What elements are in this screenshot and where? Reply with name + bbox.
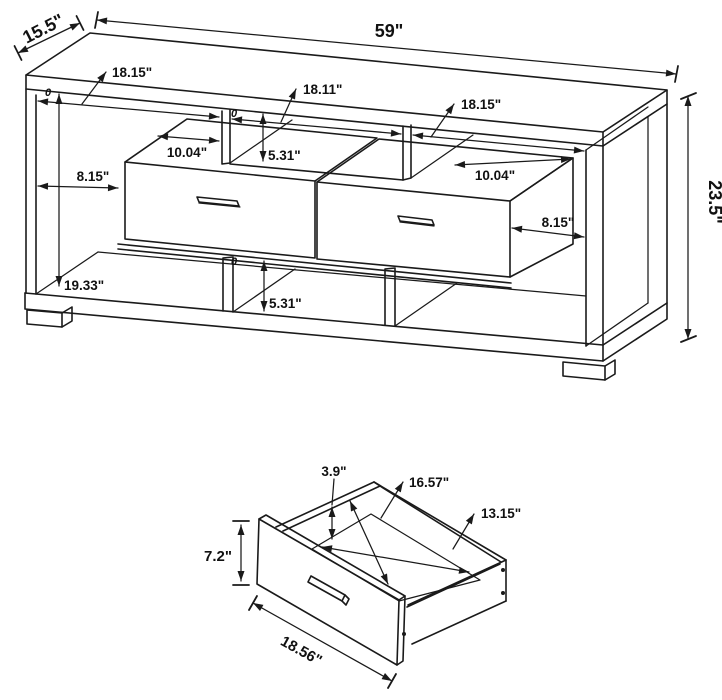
interior-depth-dim-line <box>349 500 389 585</box>
zero-marker-left: 0 <box>45 87 52 99</box>
drawer-front-panel-right-edge <box>396 595 406 666</box>
upper-divider-left <box>221 109 231 165</box>
left-drawer-handle-shadow <box>198 202 241 208</box>
depth-dim-line <box>17 22 81 54</box>
interior-depth-label: 16.57" <box>409 475 449 490</box>
front-height-label: 7.2" <box>204 548 232 565</box>
top-slab-top-face <box>25 32 668 133</box>
bottom-slab-front-band <box>24 292 604 362</box>
right-panel-inner-top-depth-edge <box>585 106 649 151</box>
drawer-right-wall-bottom-edge <box>411 600 507 645</box>
left-gap-dim-line <box>37 182 119 192</box>
right-drawer-top-face <box>316 138 574 202</box>
interior-height-label: 19.33" <box>64 278 104 293</box>
right-drawer-handle <box>397 215 435 226</box>
left-drawer <box>124 118 378 259</box>
drawer-bottom-rail-bottom <box>117 248 512 289</box>
right-foot-side <box>604 359 616 381</box>
drawer-right-wall-outer-rim <box>407 559 507 606</box>
top-middle-opening-leader <box>280 88 297 123</box>
top-left-opening-dim-line <box>37 98 220 120</box>
rail-inset-label: 3.9" <box>321 464 346 479</box>
front-width-dim-line <box>252 602 393 682</box>
interior-floor-left-depth-edge <box>35 251 99 295</box>
front-height-ticks <box>232 520 250 586</box>
depth-dim-ticks <box>13 15 85 61</box>
left-drawer-depth-label: 10.04" <box>167 145 207 160</box>
right-foot-front <box>562 361 606 381</box>
right-drawer <box>316 138 574 278</box>
drawer-back-left-corner <box>373 481 381 487</box>
right-gap-label-value: 8.15" <box>542 215 575 230</box>
lower-divider-left <box>222 256 234 313</box>
interior-floor-right-depth-edge <box>585 302 649 347</box>
right-drawer-depth-label: 10.04" <box>475 168 515 183</box>
front-width-ticks <box>248 595 397 689</box>
screw-dot-1 <box>501 568 505 572</box>
lower-divider-right <box>384 267 396 327</box>
rail-inset-leader <box>331 478 335 506</box>
bottom-slab-right-face <box>602 302 668 362</box>
top-slab-right-face <box>602 89 668 147</box>
right-drawer-front-face <box>316 181 511 278</box>
right-gap-dim-line <box>511 225 585 240</box>
interior-width-dim-line <box>321 545 470 574</box>
left-gap-label: 8.15" <box>77 169 110 184</box>
height-dim-ticks <box>680 92 697 343</box>
zero-marker-bottom: 0 <box>231 256 238 268</box>
left-drawer-depth-dim-line <box>157 133 220 144</box>
depth-dim-label: 15.5" <box>19 10 67 48</box>
drawer-bottom-rail-top <box>117 243 512 284</box>
bottom-middle-height-label: 5.31" <box>269 296 302 311</box>
top-middle-opening-label: 18.11" <box>303 82 342 97</box>
upper-divider-right <box>402 124 412 181</box>
height-dim-label: 23.5" <box>705 180 722 224</box>
top-left-opening-leader <box>81 71 107 105</box>
tv-stand-wireframe <box>24 32 668 381</box>
left-foot-front <box>26 309 63 328</box>
drawer-back-wall-inner-rim <box>379 485 502 563</box>
right-drawer-depth-dim-line <box>454 156 572 168</box>
width-dim-line <box>96 17 677 77</box>
right-drawer-side-face <box>509 157 574 278</box>
middle-shelf-front-edge <box>229 163 404 181</box>
drawer-right-wall-inner-rim <box>406 563 501 608</box>
left-drawer-handle <box>196 196 240 207</box>
drawer-left-wall-outer-rim <box>275 481 375 528</box>
right-drawer-handle-shadow <box>399 221 435 227</box>
bottom-slab-top-edge <box>24 292 604 346</box>
drawer-back-wall-outer-rim <box>373 481 507 561</box>
top-right-opening-label: 18.15" <box>461 97 501 112</box>
top-left-opening-label: 18.15" <box>112 65 152 80</box>
screw-dot-3 <box>402 632 406 636</box>
drawer-floor <box>311 513 481 602</box>
width-dim-ticks <box>94 11 679 83</box>
top-right-opening-leader <box>430 103 455 138</box>
tv-stand-dimensions: 15.5" 59" 23.5" 18.15" 18.11" 18.15" 10.… <box>13 10 722 343</box>
width-dim-label: 59" <box>375 21 404 41</box>
interior-depth-leader <box>380 481 404 519</box>
interior-width-label: 13.15" <box>481 506 521 521</box>
zero-marker-middle: 0 <box>231 108 238 120</box>
drawer-dimensions: 3.9" 16.57" 13.15" 7.2" 18.56" <box>204 464 521 689</box>
left-drawer-front-face <box>124 161 316 259</box>
top-right-opening-dim-line <box>412 132 585 154</box>
upper-divider-right-depth-edge <box>410 134 474 179</box>
lower-divider-right-depth-edge <box>394 282 458 327</box>
front-width-label: 18.56" <box>278 633 325 670</box>
middle-opening-height-label: 5.31" <box>268 148 301 163</box>
left-foot-side <box>61 306 73 328</box>
interior-floor-back-edge <box>97 251 587 297</box>
interior-width-leader <box>452 513 475 550</box>
drawer-front-panel <box>256 518 400 666</box>
drawer-handle <box>307 575 346 602</box>
screw-dot-2 <box>501 591 505 595</box>
